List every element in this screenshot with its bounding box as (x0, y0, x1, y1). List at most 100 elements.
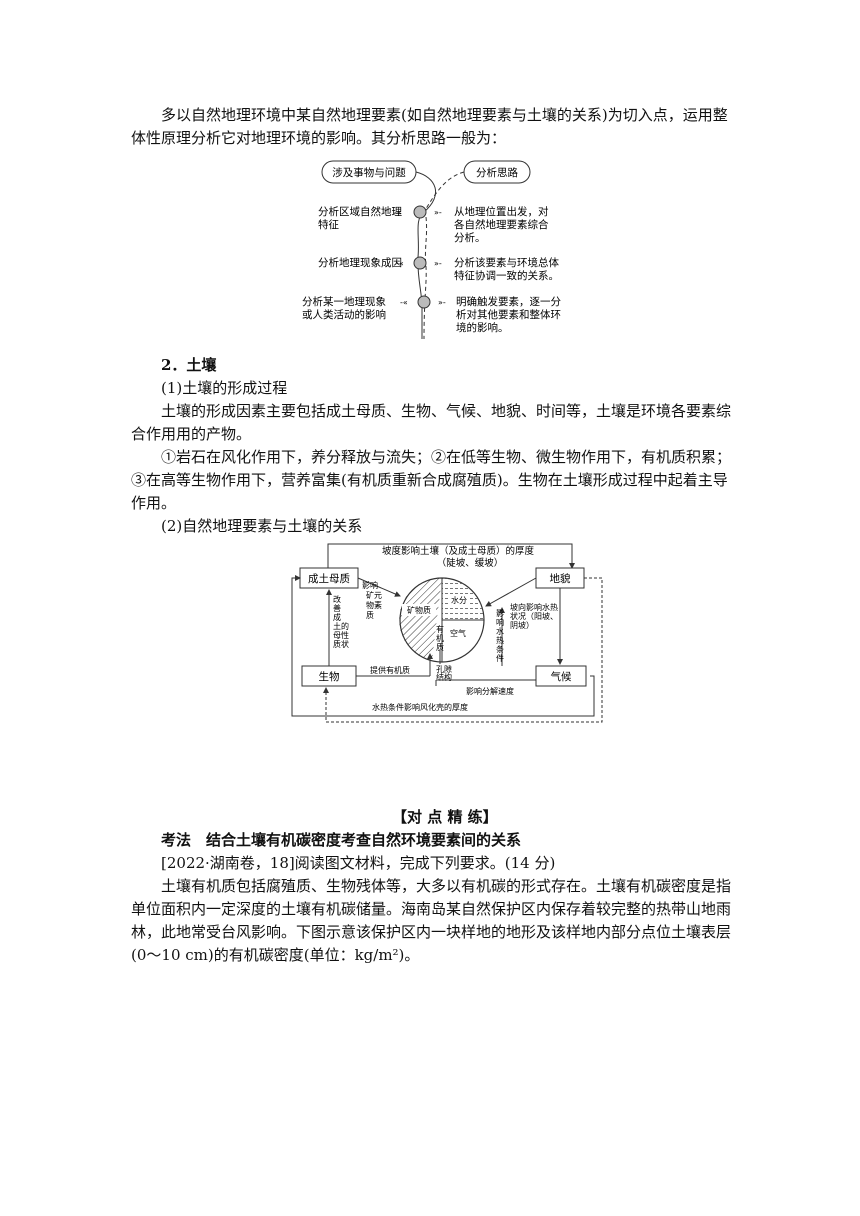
right-header-box: 分析思路 (463, 160, 531, 184)
practice-title: 【对 点 精 练】 (392, 808, 498, 826)
row3-right-3: 境的影响。 (456, 321, 509, 334)
svg-text:件: 件 (496, 653, 504, 663)
row3-left-2: 或人类活动的影响 (302, 308, 386, 321)
svg-text:结构: 结构 (436, 672, 452, 682)
svg-text:素: 素 (374, 600, 382, 610)
soil-sub2: (2)自然地理要素与土壤的关系 (161, 517, 363, 535)
dashed-spine-top (423, 171, 465, 213)
intro-line-2: 体性原理分析它对地理环境的影响。其分析思路一般为： (131, 129, 507, 147)
svg-text:响: 响 (496, 617, 504, 627)
row1-right-3: 分析。 (454, 231, 486, 244)
svg-text:影: 影 (496, 608, 504, 618)
soil-para2-line2: ③在高等生物作用下，营养富集(有机质重新合成腐殖质)。生物在土壤形成过程中起着主… (131, 471, 728, 489)
intro-line-1: 多以自然地理环境中某自然地理要素(如自然地理要素与土壤的关系)为切入点，运用整 (161, 106, 728, 124)
row1-left-2: 特征 (318, 219, 339, 231)
dashed-spine (423, 216, 428, 340)
row3-right-1: 明确触发要素，逐一分 (456, 295, 561, 308)
row3-right-arrows: »- (438, 298, 446, 307)
soil-relationship-diagram: 坡度影响土壤（及成土母质）的厚度 （陡坡、缓坡） 成土母质 地貌 生物 气候 矿… (291, 543, 603, 723)
practice-line-2: 单位面积内一定深度的土壤有机碳储量。海南岛某自然保护区内保存着较完整的热带山地雨 (131, 900, 732, 918)
svg-text:质: 质 (366, 610, 374, 620)
row1-right-1: 从地理位置出发，对 (454, 205, 549, 218)
circle-water: 水分 (451, 595, 467, 605)
svg-text:水: 水 (496, 626, 504, 636)
svg-text:条: 条 (496, 644, 504, 654)
svg-text:土: 土 (333, 621, 341, 631)
row2-right-2: 特征协调一致的关系。 (454, 269, 559, 282)
top-label: 坡度影响土壤（及成土母质）的厚度 (382, 545, 535, 557)
row3-right-2: 析对其他要素和整体环 (456, 308, 561, 321)
soil-para1-line2: 合作用用的产物。 (131, 425, 252, 443)
svg-text:成: 成 (333, 612, 341, 622)
circle-organic-2: 机 (436, 633, 444, 643)
svg-text:性: 性 (341, 630, 349, 640)
right-header-text: 分析思路 (476, 166, 518, 179)
soil-para2-line1: ①岩石在风化作用下，养分释放与流失；②在低等生物、微生物作用下，有机质积累； (161, 448, 732, 466)
top-arrow (327, 543, 575, 569)
circle-organic-3: 质 (436, 642, 444, 652)
mineral-label-1: 影 (362, 580, 370, 590)
left-header-text: 涉及事物与问题 (332, 166, 406, 179)
svg-text:质: 质 (333, 639, 341, 649)
practice-line-4: (0～10 cm)的有机碳密度(单位：kg/m²)。 (131, 946, 420, 964)
practice-method: 考法 结合土壤有机碳密度考查自然环境要素间的关系 (161, 831, 522, 849)
svg-text:地貌: 地貌 (550, 572, 571, 585)
row1-left-1: 分析区域自然地理 (318, 205, 402, 218)
svg-text:孔隙: 孔隙 (436, 664, 452, 674)
svg-text:响: 响 (370, 580, 378, 590)
svg-text:矿: 矿 (366, 590, 374, 600)
practice-source: [2022·湖南卷，18]阅读图文材料，完成下列要求。(14 分) (161, 854, 556, 872)
svg-text:状: 状 (341, 639, 349, 649)
solid-spine (415, 171, 436, 339)
top-label-2: （陡坡、缓坡） (437, 557, 504, 569)
organic-supply-label: 提供有机质 (370, 665, 410, 675)
svg-text:状况（阳坡、: 状况（阳坡、 (510, 611, 558, 621)
svg-text:生物: 生物 (319, 670, 340, 683)
soil-composition-circle: 矿物质 水分 空气 有 机 质 (399, 577, 485, 663)
bottom-label: 水热条件影响风化壳的厚度 (372, 702, 468, 712)
svg-text:的: 的 (341, 621, 349, 631)
box-landform: 地貌 (535, 567, 585, 589)
svg-text:气候: 气候 (551, 670, 572, 683)
soil-para1-line1: 土壤的形成因素主要包括成土母质、生物、气候、地貌、时间等，土壤是环境各要素综 (161, 402, 732, 420)
svg-text:坡向影响水热: 坡向影响水热 (510, 602, 558, 612)
svg-text:改: 改 (333, 594, 341, 604)
svg-text:成土母质: 成土母质 (308, 572, 350, 585)
analysis-flow-diagram: 涉及事物与问题 分析思路 分析区域自然地理 特征 -« »- 从地理位置出发，对… (302, 160, 561, 340)
row1-left-arrows: -« (394, 208, 402, 217)
bottom-arrow (291, 575, 595, 717)
arrow-landform-circle (485, 577, 537, 607)
node-2 (413, 256, 427, 270)
row3-left-arrows: -« (400, 298, 408, 307)
soil-heading: 2．土壤 (161, 356, 217, 374)
box-biology: 生物 (301, 665, 357, 687)
row3-left-1: 分析某一地理现象 (302, 295, 386, 308)
decompose-label: 影响分解速度 (466, 686, 514, 696)
circle-mineral: 矿物质 (407, 605, 431, 615)
svg-text:元: 元 (374, 591, 382, 600)
row1-right-2: 各自然地理要素综合 (454, 218, 549, 231)
node-3 (417, 295, 431, 309)
row2-left-arrows: -« (396, 259, 404, 268)
soil-para2-line3: 作用。 (131, 494, 177, 512)
soil-sub1: (1)土壤的形成过程 (161, 379, 288, 397)
row2-left-1: 分析地理现象成因 (318, 256, 402, 269)
svg-text:热: 热 (496, 635, 504, 645)
arrow-parent-circle (357, 577, 401, 597)
practice-line-1: 土壤有机质包括腐殖质、生物残体等，大多以有机碳的形式存在。土壤有机碳密度是指 (161, 877, 732, 895)
svg-text:母: 母 (333, 631, 341, 640)
svg-text:物: 物 (366, 600, 374, 610)
row2-right-arrows: »- (434, 259, 442, 268)
svg-text:阴坡）: 阴坡） (510, 620, 534, 630)
row1-right-arrows: »- (434, 208, 442, 217)
left-header-box: 涉及事物与问题 (321, 160, 417, 184)
dashed-outer-arrow (323, 577, 603, 723)
row2-right-1: 分析该要素与环境总体 (454, 256, 559, 269)
box-parent-material: 成土母质 (299, 567, 359, 589)
circle-air: 空气 (450, 628, 466, 638)
node-1 (413, 205, 427, 219)
svg-text:善: 善 (333, 603, 341, 613)
circle-organic-1: 有 (436, 624, 444, 634)
box-climate: 气候 (535, 665, 587, 687)
practice-line-3: 林，此地常受台风影响。下图示意该保护区内一块样地的地形及该样地内部分点位土壤表层 (131, 923, 732, 941)
